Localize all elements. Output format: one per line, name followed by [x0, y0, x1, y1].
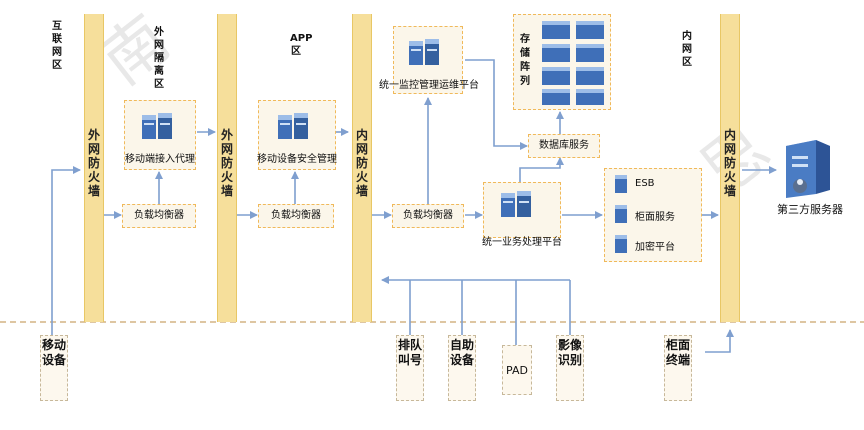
zone-label-dmz: 外网隔离区 — [154, 27, 164, 90]
firewall-inner-2-label: 内网防火墙 — [723, 128, 736, 198]
server-icon — [501, 191, 531, 217]
server-icon — [278, 113, 308, 139]
monitor-platform-node — [393, 26, 463, 94]
firewall-outer-2-label: 外网防火墙 — [220, 128, 233, 198]
storage-icon — [542, 21, 604, 105]
zone-label-app: APP区 — [290, 33, 313, 57]
load-balancer-1: 负载均衡器 — [122, 204, 196, 228]
device-queue: 排队叫号 — [396, 335, 424, 401]
business-platform-label: 统一业务处理平台 — [482, 237, 562, 248]
firewall-inner-1-label: 内网防火墙 — [355, 128, 368, 198]
third-party-server-icon — [786, 140, 830, 198]
device-counter-terminal: 柜面终端 — [664, 335, 692, 401]
firewall-outer-1 — [84, 14, 104, 322]
server-icon — [615, 205, 627, 223]
device-pad: PAD — [502, 345, 532, 395]
storage-array-node: 存储阵列 — [513, 14, 611, 110]
server-icon — [409, 39, 439, 65]
core-services-group: ESB 柜面服务 加密平台 — [604, 168, 702, 262]
zone-label-intranet: 内网区 — [682, 31, 692, 68]
storage-array-label: 存储阵列 — [520, 34, 530, 87]
core-service-counter: 柜面服务 — [635, 212, 675, 223]
server-icon — [142, 113, 172, 139]
third-party-label: 第三方服务器 — [777, 203, 843, 216]
firewall-outer-1-label: 外网防火墙 — [87, 128, 100, 198]
firewall-inner-1 — [352, 14, 372, 322]
load-balancer-3: 负载均衡器 — [392, 204, 464, 228]
core-service-esb: ESB — [635, 178, 655, 189]
load-balancer-2: 负载均衡器 — [258, 204, 334, 228]
zone-label-internet: 互联网区 — [52, 21, 62, 71]
device-self-service: 自助设备 — [448, 335, 476, 401]
mobile-proxy-label: 移动端接入代理 — [125, 154, 195, 165]
mobile-proxy-node — [124, 100, 196, 170]
mobile-security-node — [258, 100, 336, 170]
device-mobile: 移动设备 — [40, 335, 68, 401]
db-service-node: 数据库服务 — [528, 134, 600, 158]
server-icon — [615, 175, 627, 193]
business-platform-node — [483, 182, 561, 238]
core-service-encryption: 加密平台 — [635, 242, 675, 253]
mobile-security-label: 移动设备安全管理 — [257, 154, 337, 165]
firewall-inner-2 — [720, 14, 740, 322]
device-image: 影像识别 — [556, 335, 584, 401]
firewall-outer-2 — [217, 14, 237, 322]
monitor-platform-label: 统一监控管理运维平台 — [379, 80, 479, 91]
server-icon — [615, 235, 627, 253]
